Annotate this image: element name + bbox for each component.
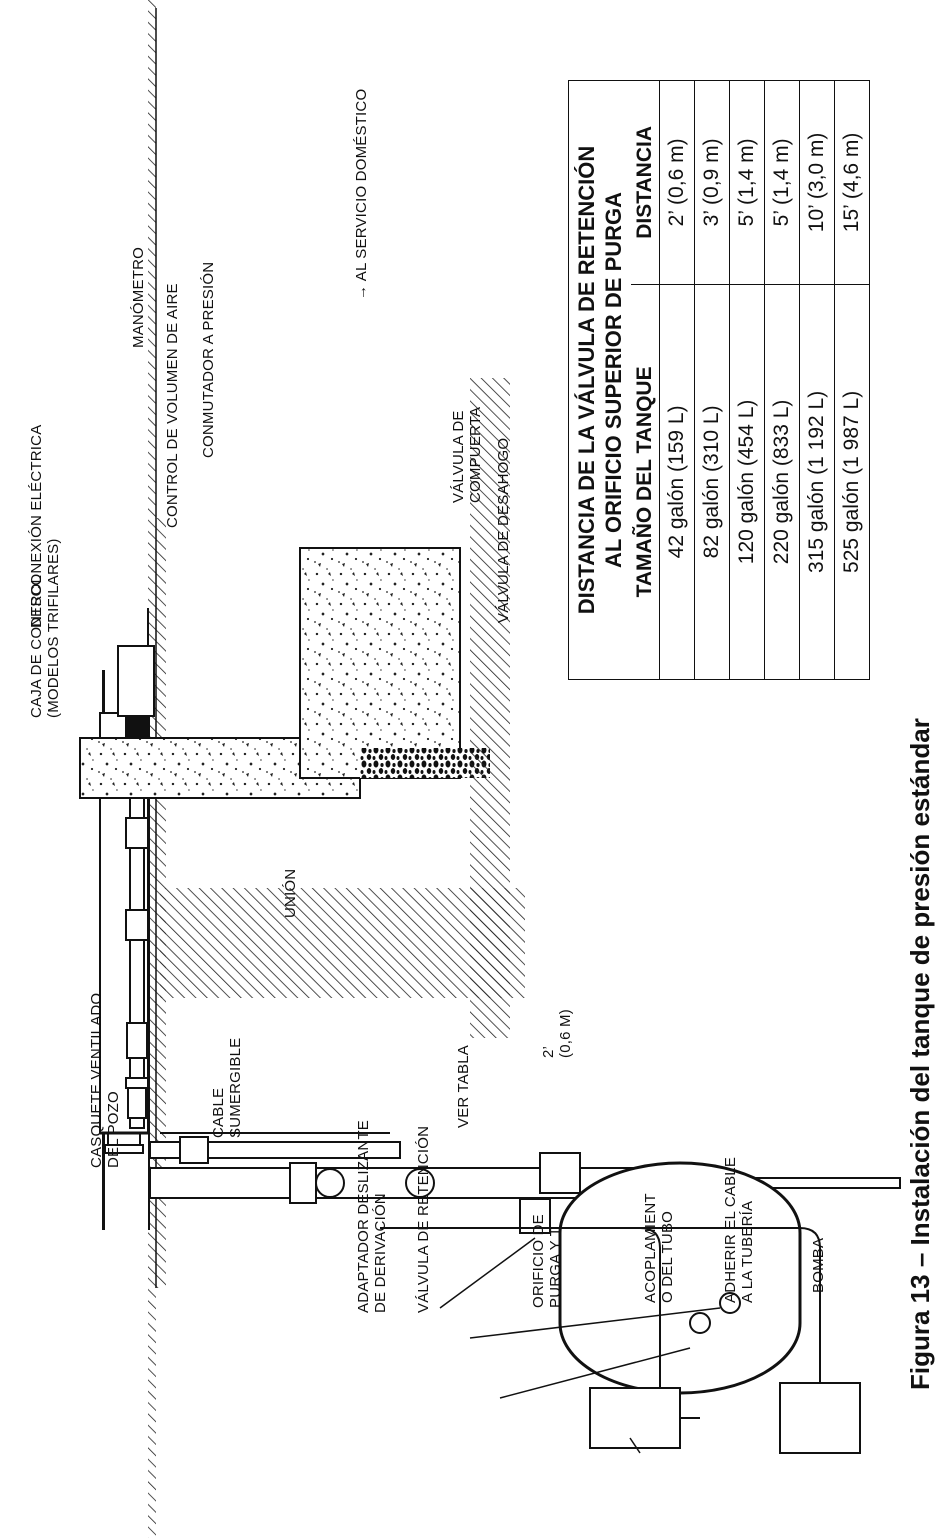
tank-size-cell: 220 galón (833 L) xyxy=(764,284,800,680)
table-row: 120 galón (454 L) 5’ (1,4 m) xyxy=(729,80,765,680)
distance-table-container: DISTANCIA DE LA VÁLVULA DE RETENCIÓN AL … xyxy=(568,80,870,680)
tank-size-cell: 525 galón (1 987 L) xyxy=(834,284,870,680)
column-header-distance: DISTANCIA xyxy=(631,80,660,285)
label-gate-valve: VÁLVULA DE COMPUERTA xyxy=(450,406,484,503)
label-pipe-coupling: ACOPLAMIENT O DEL TUBO xyxy=(642,1193,676,1303)
leader-lines xyxy=(439,1237,721,1454)
label-2ft-distance: 2’ (0,6 m) xyxy=(540,1009,574,1058)
tank-body xyxy=(558,1161,802,1395)
label-electrical-disconnect: DESCONEXIÓN ELÉCTRICA xyxy=(28,424,45,628)
drain-tee-1 xyxy=(125,909,149,941)
tank-size-cell: 315 galón (1 192 L) xyxy=(799,284,835,680)
tank-size-cell: 120 galón (454 L) xyxy=(729,284,765,680)
pump xyxy=(117,645,155,717)
label-pitless-adapter: ADAPTADOR DESLIZANTE DE DERIVACIÓN xyxy=(355,1120,389,1313)
horizontal-line xyxy=(149,1132,401,1164)
distance-table: DISTANCIA DE LA VÁLVULA DE RETENCIÓN AL … xyxy=(568,80,870,680)
label-see-table: VER TABLA xyxy=(455,1045,472,1128)
main-pipe xyxy=(149,1152,901,1204)
distance-cell: 15’ (4,6 m) xyxy=(834,80,870,285)
tank-size-cell: 82 galón (310 L) xyxy=(694,284,730,680)
gate-valve xyxy=(315,1168,345,1198)
table-row: 315 galón (1 192 L) 10’ (3,0 m) xyxy=(799,80,835,680)
label-pressure-gauge: MANÓMETRO xyxy=(130,247,147,348)
table-row: 82 galón (310 L) 3’ (0,9 m) xyxy=(694,80,730,680)
relief-valve xyxy=(405,1168,435,1198)
label-pressure-switch: CONMUTADOR A PRESIÓN xyxy=(200,261,217,458)
table-title: DISTANCIA DE LA VÁLVULA DE RETENCIÓN AL … xyxy=(568,80,631,680)
column-header-tank-size: TAMAÑO DEL TANQUE xyxy=(631,284,660,680)
control-box xyxy=(779,1382,861,1454)
electrical xyxy=(380,1227,861,1454)
pressure-switch xyxy=(519,1198,551,1234)
label-check-valve: VÁLVULA DE RETENCIÓN xyxy=(415,1125,432,1313)
label-pump: BOMBA xyxy=(810,1237,827,1293)
label-relief-valve: VÁLVULA DE DESAHOGO xyxy=(495,437,512,623)
tank-size-cell: 42 galón (159 L) xyxy=(659,284,695,680)
table-row: 525 galón (1 987 L) 15’ (4,6 m) xyxy=(834,80,870,680)
pressure-gauge xyxy=(689,1312,711,1334)
label-tape-cable: ADHERIR EL CABLE A LA TUBERÍA xyxy=(722,1156,756,1303)
air-volume-control xyxy=(719,1292,741,1314)
foundation-slab xyxy=(79,378,525,1038)
distance-cell: 3’ (0,9 m) xyxy=(694,80,730,285)
disconnect-box xyxy=(589,1387,681,1449)
distance-cell: 2’ (0,6 m) xyxy=(659,80,695,285)
table-row: 220 galón (833 L) 5’ (1,4 m) xyxy=(764,80,800,680)
label-submersible-cable: CABLE SUMERGIBLE xyxy=(210,1037,244,1138)
distance-cell: 5’ (1,4 m) xyxy=(729,80,765,285)
cable-tape xyxy=(125,716,149,738)
label-air-volume-control: CONTROL DE VOLUMEN DE AIRE xyxy=(164,283,181,528)
tank-tee xyxy=(539,1152,581,1194)
figure-caption: Figura 13 – Instalación del tanque de pr… xyxy=(905,718,935,1390)
label-drain-tee: ORIFICIO DE PURGA Y T xyxy=(530,1214,564,1308)
distance-cell: 10’ (3,0 m) xyxy=(799,80,835,285)
label-well-cap: CASQUETE VENTILADO DEL POZO xyxy=(88,992,122,1168)
distance-cell: 5’ (1,4 m) xyxy=(764,80,800,285)
pressure-tank xyxy=(519,1161,802,1395)
table-row: 42 galón (159 L) 2’ (0,6 m) xyxy=(659,80,695,680)
label-union: UNIÓN xyxy=(282,868,299,918)
union-fitting xyxy=(289,1162,317,1204)
drain-tee-2 xyxy=(125,817,149,849)
check-valve xyxy=(126,1022,148,1059)
label-to-household-service: → AL SERVICIO DOMÉSTICO xyxy=(353,88,370,300)
